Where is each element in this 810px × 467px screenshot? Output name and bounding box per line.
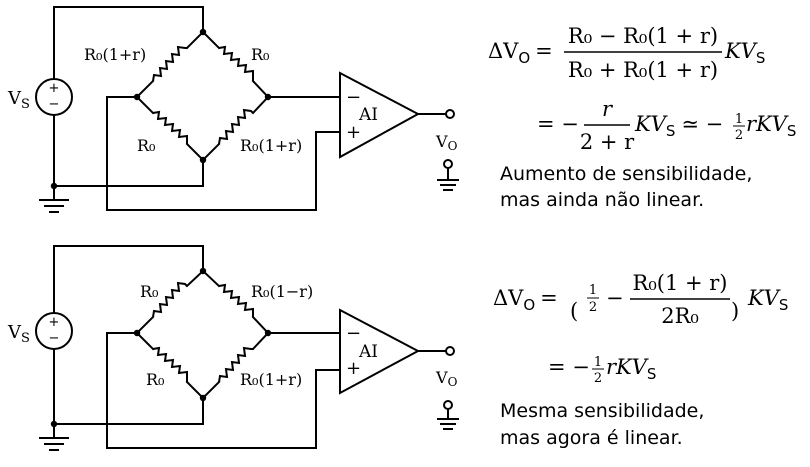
ground-symbol <box>39 437 69 451</box>
node-dot-right <box>264 329 272 337</box>
label-top-left: R₀(1+r) <box>84 45 146 64</box>
node-dot-top <box>199 267 207 275</box>
voltage-source-symbol: + − <box>35 78 73 116</box>
label-bottom-left: R₀ <box>137 136 155 155</box>
eq1-frac1-num: R₀ − R₀(1 + r) <box>568 24 718 48</box>
eq1-half-den: 2 <box>735 128 743 143</box>
svg-text:+: + <box>49 81 60 96</box>
output-terminal <box>445 346 455 356</box>
caption-2-line-2: mas agora é linear. <box>500 427 683 449</box>
amp-label: AI <box>358 105 378 125</box>
equation-1: ΔVO= R₀ − R₀(1 + r) R₀ + R₀(1 + r) KVS =… <box>488 24 796 154</box>
wire-left-node-to-plus <box>106 332 341 449</box>
output-terminal <box>445 109 455 119</box>
label-bottom-right: R₀(1+r) <box>240 136 302 155</box>
label-top-left: R₀ <box>140 282 158 301</box>
label-bottom-right: R₀(1+r) <box>240 370 302 389</box>
eq1-frac1-den: R₀ + R₀(1 + r) <box>568 58 718 82</box>
resistor-bottom-left <box>135 331 205 400</box>
eq1-lhs: ΔV <box>488 39 519 63</box>
label-bottom-left: R₀ <box>146 370 164 389</box>
caption-1-line-1: Aumento de sensibilidade, <box>500 163 752 185</box>
svg-text:−: − <box>49 97 60 112</box>
amp-plus: + <box>346 358 361 379</box>
equation-2: ΔVO= ( 1 2 − R₀(1 + r) 2R₀ ) KVS = − 1 2… <box>493 271 788 386</box>
svg-text:KVS≃ −: KVS≃ − <box>634 112 723 140</box>
eq2-paren-open: ( <box>570 299 578 323</box>
output-ground-symbol <box>437 400 459 430</box>
label-top-right: R₀ <box>251 45 269 64</box>
eq2-line2-half-num: 1 <box>594 355 602 370</box>
eq2-line2-eq: = − <box>548 355 590 379</box>
svg-text:rKVS: rKVS <box>606 355 656 383</box>
amp-minus: − <box>346 87 361 108</box>
output-label: VO <box>435 368 458 389</box>
eq2-frac-den: 2R₀ <box>661 304 699 328</box>
amplifier-symbol <box>339 308 421 395</box>
source-label: VS <box>7 88 30 112</box>
eq2-paren-close: ) <box>731 299 739 323</box>
svg-text:+: + <box>49 315 60 330</box>
node-dot-bottom <box>199 394 207 402</box>
ground-symbol <box>39 199 69 213</box>
wire-left-node-to-plus <box>106 96 341 211</box>
eq2-minus: − <box>606 286 624 310</box>
svg-text:rKVS: rKVS <box>746 112 796 140</box>
voltage-source-symbol: + − <box>35 312 73 350</box>
amp-minus: − <box>346 323 361 344</box>
amplifier-symbol <box>339 71 421 159</box>
label-top-right: R₀(1−r) <box>251 282 313 301</box>
eq2-frac-num: R₀(1 + r) <box>633 271 728 295</box>
node-dot-right <box>264 93 272 101</box>
resistor-bottom-right <box>201 331 270 400</box>
resistor-top-left <box>135 269 205 335</box>
source-label: VS <box>7 322 30 346</box>
node-dot-left <box>133 329 141 337</box>
output-label: VO <box>435 132 458 153</box>
resistor-bottom-right <box>201 95 270 162</box>
svg-text:ΔVO=: ΔVO= <box>493 286 558 314</box>
svg-text:−: − <box>49 331 60 346</box>
resistor-top-right <box>201 269 270 335</box>
node-dot-ground <box>50 182 58 190</box>
amp-label: AI <box>358 342 378 362</box>
node-dot-top <box>199 28 207 36</box>
caption-1-line-2: mas ainda não linear. <box>500 189 704 211</box>
eq1-half-num: 1 <box>735 112 743 127</box>
resistor-top-right <box>201 30 270 99</box>
eq1-frac2-den: 2 + r <box>580 130 635 154</box>
eq2-lhs: ΔV <box>493 286 524 310</box>
amp-plus: + <box>346 122 361 143</box>
circuit-2: + − VS R₀ R₀ ( <box>7 245 788 451</box>
resistor-top-left <box>135 30 205 99</box>
eq2-half-den: 2 <box>589 300 597 315</box>
eq1-line2-eq: = − <box>537 112 579 136</box>
resistor-bottom-left <box>135 95 205 162</box>
wire-source-top <box>53 245 204 313</box>
node-dot-ground <box>50 420 58 428</box>
eq1-frac2-num: r <box>602 97 614 121</box>
circuit-1: + − VS <box>7 6 796 213</box>
wire-source-top <box>53 6 204 79</box>
node-dot-left <box>133 93 141 101</box>
svg-text:KVS: KVS <box>747 286 788 314</box>
eq2-line2-half-den: 2 <box>594 371 602 386</box>
caption-2-line-1: Mesma sensibilidade, <box>500 400 704 422</box>
node-dot-bottom <box>199 156 207 164</box>
eq2-half-num: 1 <box>589 283 597 298</box>
output-ground-symbol <box>437 159 459 191</box>
svg-text:KVS: KVS <box>724 39 765 67</box>
svg-text:ΔVO=: ΔVO= <box>488 39 553 67</box>
